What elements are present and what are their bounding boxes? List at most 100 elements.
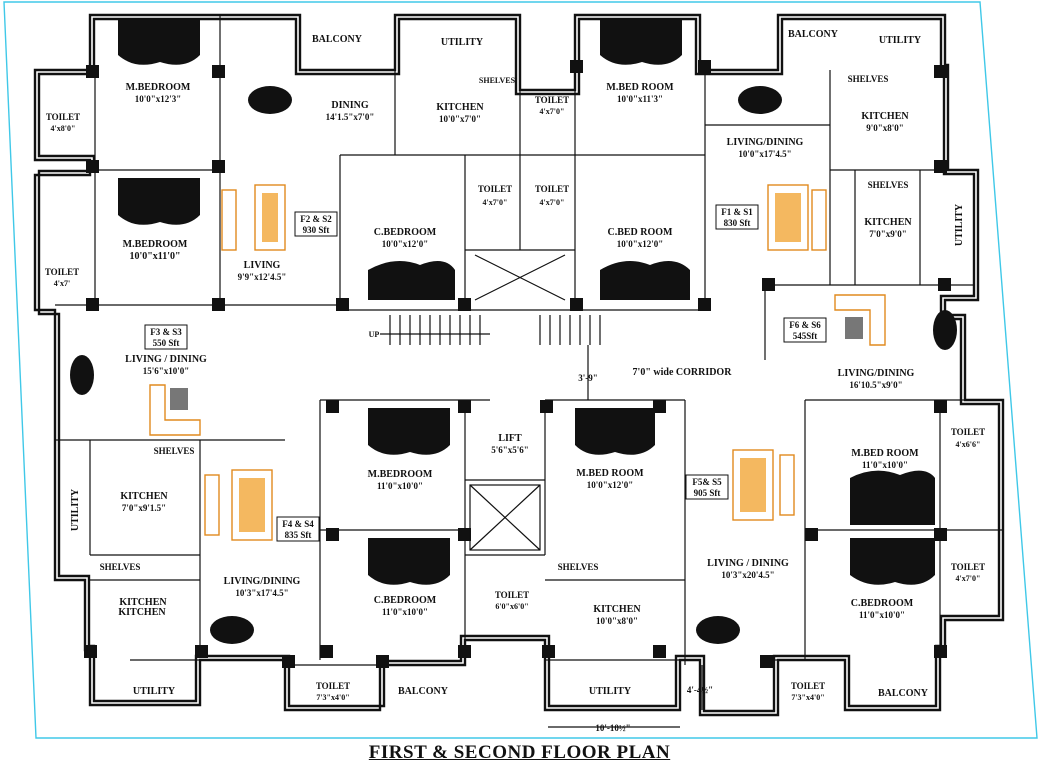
room-label: M.BED ROOM: [606, 82, 674, 93]
room-size: 4'x7'0": [540, 198, 565, 207]
room-size: 10'0"x12'3": [135, 94, 182, 104]
room-labels: M.BEDROOM 10'0"x12'3" BALCONY UTILITY SH…: [45, 29, 985, 733]
room-size: 10'3"x17'4.5": [235, 588, 288, 598]
room-label: M.BED ROOM: [851, 448, 919, 459]
room-label: LIVING / DINING: [125, 354, 207, 365]
room-label: KITCHEN: [118, 607, 166, 618]
room-size: 4'x7'0": [540, 107, 565, 116]
room-label: SHELVES: [479, 76, 516, 85]
unit-area: 905 Sft: [694, 488, 721, 498]
bed-icon: [368, 538, 450, 585]
room-label: TOILET: [791, 681, 825, 691]
lift-shaft: [469, 484, 541, 551]
room-label: TOILET: [535, 184, 569, 194]
dining-table-icon: [248, 86, 292, 114]
dining-table-icon: [210, 616, 254, 644]
room-size: 11'0"x10'0": [859, 610, 905, 620]
staircase: [380, 254, 601, 345]
unit-code: F2 & S2: [300, 214, 332, 224]
room-label: KITCHEN: [861, 111, 909, 122]
room-label: TOILET: [951, 427, 985, 437]
unit-tags: F2 & S2 930 Sft F1 & S1 830 Sft F3 & S3 …: [144, 204, 827, 542]
room-label: C.BEDROOM: [851, 598, 914, 609]
room-label: BALCONY: [398, 686, 449, 697]
room-label: UTILITY: [879, 35, 922, 46]
room-label: SHELVES: [154, 446, 195, 456]
room-label: KITCHEN: [436, 102, 484, 113]
room-label: LIVING/DINING: [224, 576, 301, 587]
dining-table-icon: [696, 616, 740, 644]
unit-area: 545Sft: [793, 331, 818, 341]
dimension-lines: [548, 345, 703, 728]
room-size: 10'3"x20'4.5": [721, 570, 774, 580]
living-furniture: [149, 184, 886, 541]
room-size: 4'x7': [54, 279, 70, 288]
bed-icon: [850, 470, 935, 525]
room-label: UTILITY: [954, 203, 965, 246]
room-label: LIVING/DINING: [727, 137, 804, 148]
dimension-label: 3'-9": [578, 373, 598, 383]
room-label: M.BEDROOM: [368, 469, 433, 480]
room-label: SHELVES: [100, 562, 141, 572]
room-label: LIVING / DINING: [707, 558, 789, 569]
room-size: 9'0"x8'0": [866, 123, 904, 133]
unit-area: 930 Sft: [303, 225, 330, 235]
room-label: LIVING/DINING: [838, 368, 915, 379]
room-size: 10'0"x12'0": [587, 480, 634, 490]
bed-blocks: [118, 20, 935, 585]
bed-icon: [575, 408, 655, 455]
room-label: TOILET: [951, 562, 985, 572]
room-size: 4'x7'0": [483, 198, 508, 207]
room-label: KITCHEN: [593, 604, 641, 615]
structural-columns: [84, 60, 951, 668]
coffee-table-icon: [845, 317, 863, 339]
room-label: C.BEDROOM: [374, 595, 437, 606]
room-size: 16'10.5"x9'0": [849, 380, 902, 390]
room-label: TOILET: [316, 681, 350, 691]
room-label: C.BEDROOM: [374, 227, 437, 238]
unit-code: F6 & S6: [789, 320, 821, 330]
bed-icon: [600, 20, 682, 65]
sheet-frame: [3, 1, 1038, 739]
bed-icon: [118, 20, 200, 65]
room-label: UTILITY: [133, 686, 176, 697]
dining-tables: [70, 86, 957, 644]
coffee-table-icon: [170, 388, 188, 410]
room-size: 7'3"x4'0": [316, 693, 349, 702]
drawing-title: FIRST & SECOND FLOOR PLAN: [368, 742, 671, 763]
unit-area: 830 Sft: [724, 218, 751, 228]
room-label: KITCHEN: [120, 491, 168, 502]
room-label: BALCONY: [788, 29, 839, 40]
room-size: 7'3"x4'0": [791, 693, 824, 702]
dimension-label: 10'-10½": [595, 723, 630, 733]
room-size: 10'0"x7'0": [439, 114, 481, 124]
room-label: KITCHEN: [864, 217, 912, 228]
room-label: UTILITY: [589, 686, 632, 697]
room-size: 10'0"x12'0": [617, 239, 664, 249]
room-label: SHELVES: [868, 180, 909, 190]
dimension-label: 4'-4½": [687, 685, 713, 695]
dining-table-icon: [70, 355, 94, 395]
unit-area: 835 Sft: [285, 530, 312, 540]
room-label: LIFT: [498, 433, 522, 444]
room-size: 11'0"x10'0": [862, 460, 908, 470]
room-size: 10'0"x17'4.5": [738, 149, 791, 159]
room-label: UTILITY: [441, 37, 484, 48]
room-label: UTILITY: [70, 488, 81, 531]
unit-area: 550 Sft: [153, 338, 180, 348]
room-label: TOILET: [495, 590, 529, 600]
bed-icon: [368, 261, 455, 300]
unit-code: F4 & S4: [282, 519, 314, 529]
room-size: 5'6"x5'6": [491, 445, 529, 455]
room-size: 11'0"x10'0": [382, 607, 428, 617]
room-size: 7'0"x9'0": [869, 229, 907, 239]
unit-code: F1 & S1: [721, 207, 753, 217]
room-size: 6'0"x6'0": [495, 602, 528, 611]
unit-code: F5& S5: [692, 477, 722, 487]
bed-icon: [850, 538, 935, 585]
room-size: 11'0"x10'0": [377, 481, 423, 491]
room-label: BALCONY: [878, 688, 929, 699]
room-label: M.BEDROOM: [126, 82, 191, 93]
room-label: M.BED ROOM: [576, 468, 644, 479]
